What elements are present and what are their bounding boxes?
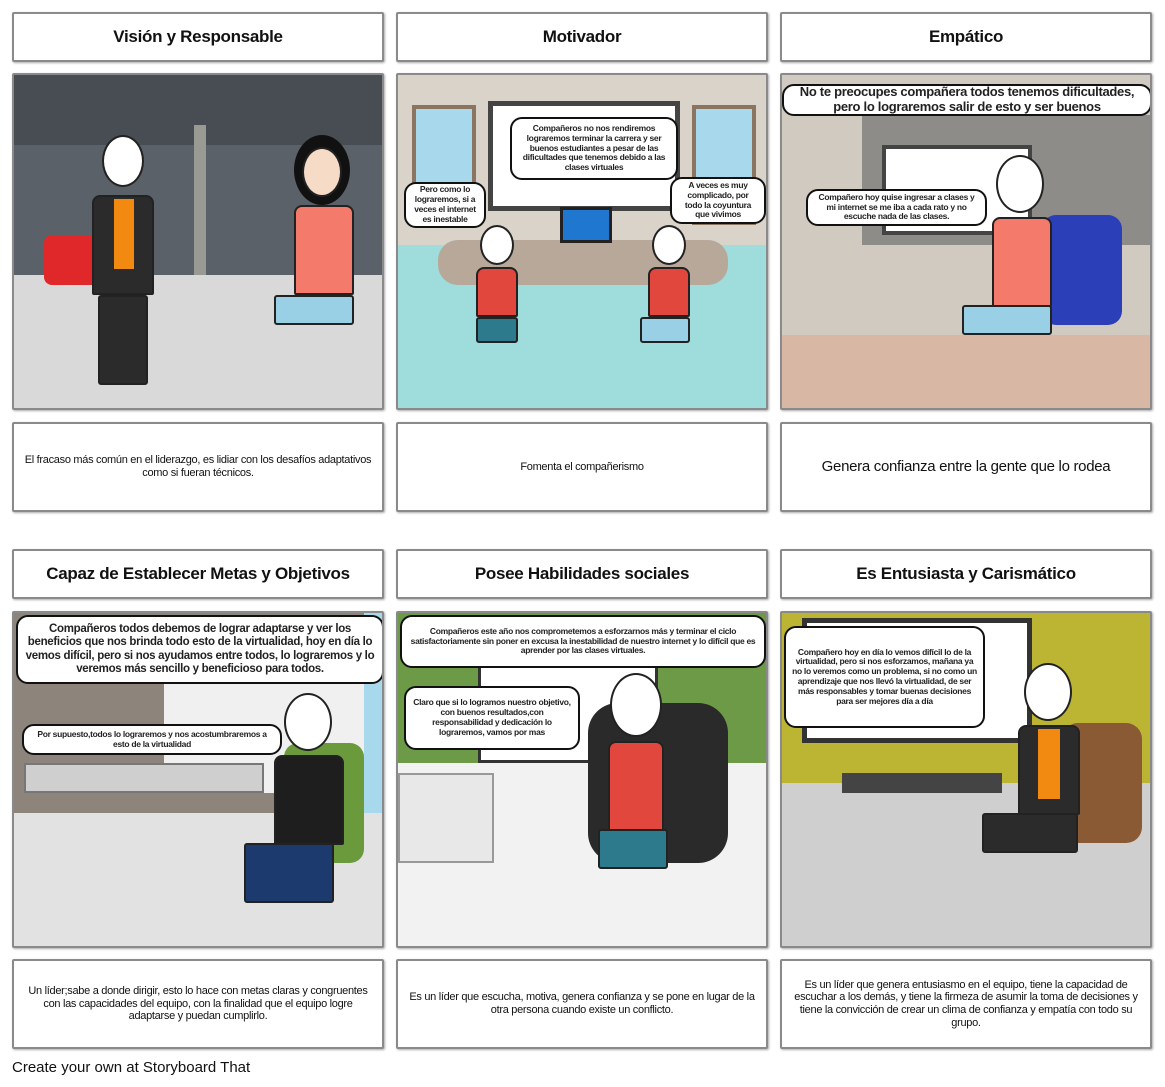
speech-bubble: Pero como lo lograremos, si a veces el i… xyxy=(404,182,486,228)
character-girl-right xyxy=(640,225,700,365)
character-boy xyxy=(84,135,164,395)
panel-6-title: Es Entusiasta y Carismático xyxy=(780,549,1152,599)
speech-bubble: Compañero hoy quise ingresar a clases y … xyxy=(806,189,987,226)
panel-2-scene: Compañeros no nos rendiremos lograremos … xyxy=(396,73,768,410)
character-girl xyxy=(598,673,698,913)
panel-6-scene: Compañero hoy en día lo vemos difícil lo… xyxy=(780,611,1152,948)
character-boy xyxy=(234,693,354,923)
speech-bubble: No te preocupes compañera todos tenemos … xyxy=(782,84,1150,116)
panel-5-title: Posee Habilidades sociales xyxy=(396,549,768,599)
speech-bubble: A veces es muy complicado, por todo la c… xyxy=(670,177,766,224)
panel-5-scene: Compañeros este año nos comprometemos a … xyxy=(396,611,768,948)
panel-3-scene: No te preocupes compañera todos tenemos … xyxy=(780,73,1152,410)
panel-1-scene xyxy=(12,73,384,410)
character-boy xyxy=(982,663,1092,913)
panel-1-title: Visión y Responsable xyxy=(12,12,384,62)
speech-bubble: Compañero hoy en día lo vemos difícil lo… xyxy=(784,626,985,728)
speech-bubble: Claro que si lo logramos nuestro objetiv… xyxy=(404,686,580,750)
storyboard-that-link[interactable]: Create your own at Storyboard That xyxy=(12,1059,251,1076)
panel-3-description: Genera confianza entre la gente que lo r… xyxy=(780,422,1152,512)
speech-bubble: Compañeros todos debemos de lograr adapt… xyxy=(16,615,382,684)
speech-bubble: Compañeros no nos rendiremos lograremos … xyxy=(510,117,678,180)
character-girl-left xyxy=(470,225,530,365)
panel-5-description: Es un líder que escucha, motiva, genera … xyxy=(396,959,768,1049)
panel-2-title: Motivador xyxy=(396,12,768,62)
panel-6-description: Es un líder que genera entusiasmo en el … xyxy=(780,959,1152,1049)
panel-3-title: Empático xyxy=(780,12,1152,62)
character-girl xyxy=(962,155,1072,375)
panel-4-title: Capaz de Establecer Metas y Objetivos xyxy=(12,549,384,599)
speech-bubble: Por supuesto,todos lo lograremos y nos a… xyxy=(22,724,282,755)
character-girl xyxy=(264,135,374,385)
panel-2-description: Fomenta el compañerismo xyxy=(396,422,768,512)
panel-4-description: Un líder;sabe a donde dirigir, esto lo h… xyxy=(12,959,384,1049)
speech-bubble: Compañeros este año nos comprometemos a … xyxy=(400,615,766,668)
panel-1-description: El fracaso más común en el liderazgo, es… xyxy=(12,422,384,512)
panel-4-scene: Compañeros todos debemos de lograr adapt… xyxy=(12,611,384,948)
